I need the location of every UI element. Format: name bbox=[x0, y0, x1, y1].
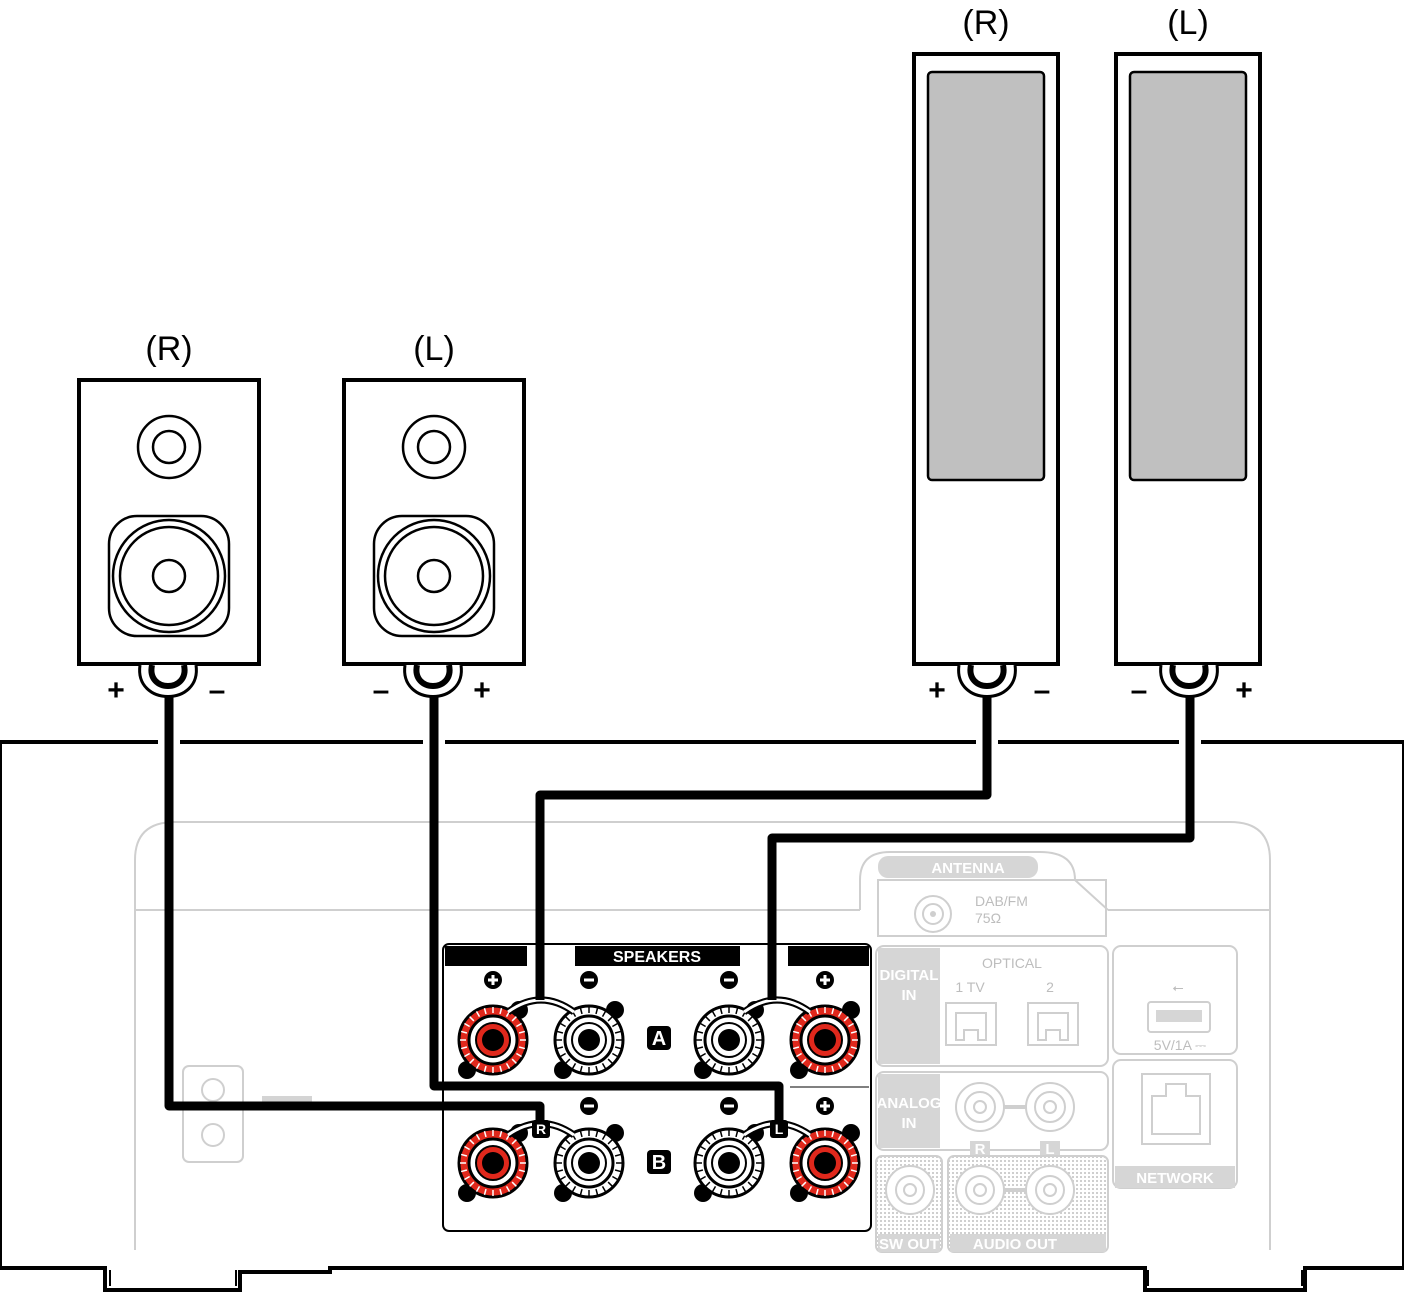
analog-l-tag: L bbox=[1045, 1141, 1054, 1158]
digital-in-section: DIGITAL IN OPTICAL 1 TV 2 bbox=[875, 945, 1109, 1067]
speaker-tower-right: (R) + – bbox=[912, 4, 1060, 707]
svg-text:–: – bbox=[373, 674, 390, 707]
receiver-outline bbox=[0, 740, 1404, 1292]
sign-b-3 bbox=[816, 1097, 834, 1115]
optical-label: OPTICAL bbox=[982, 955, 1042, 971]
rear-panel-outline bbox=[134, 821, 1271, 1250]
sign-a-2 bbox=[720, 971, 738, 989]
svg-text:+: + bbox=[107, 674, 125, 707]
svg-text:+: + bbox=[473, 674, 491, 707]
audio-out-section: AUDIO OUT bbox=[947, 1155, 1109, 1253]
wire-bookshelf-left bbox=[429, 690, 784, 1124]
digital-label-2: IN bbox=[902, 987, 917, 1004]
terminal-a-minus-2 bbox=[693, 1001, 765, 1079]
audio-out-label: AUDIO OUT bbox=[973, 1236, 1057, 1253]
terminal-b-plus-3 bbox=[789, 1124, 861, 1202]
speaker-bookshelf-right: (R) + – bbox=[77, 330, 261, 707]
sign-b-1 bbox=[580, 1097, 598, 1115]
speaker-label: (L) bbox=[1167, 4, 1209, 42]
analog-in-section: ANALOG IN R L bbox=[875, 1071, 1109, 1158]
row-b-r-tag: R bbox=[536, 1121, 546, 1137]
ohm-label: 75Ω bbox=[975, 910, 1001, 926]
analog-label-1: ANALOG bbox=[877, 1095, 942, 1112]
jumper-1 bbox=[741, 996, 813, 1015]
optical-1-label: 1 TV bbox=[955, 979, 985, 995]
usb-rating: 5V/1A ⎓ bbox=[1154, 1037, 1206, 1053]
speaker-label: (R) bbox=[962, 4, 1009, 42]
svg-text:–: – bbox=[1131, 674, 1148, 707]
analog-r-tag: R bbox=[975, 1141, 986, 1158]
row-b-label: B bbox=[652, 1152, 666, 1174]
jumper-0 bbox=[505, 996, 577, 1015]
sw-out-label: SW OUT bbox=[879, 1236, 939, 1253]
sign-a-0 bbox=[484, 971, 502, 989]
terminal-a-plus-3 bbox=[789, 1001, 861, 1079]
analog-label-2: IN bbox=[902, 1115, 917, 1132]
digital-label-1: DIGITAL bbox=[880, 967, 939, 984]
sign-a-1 bbox=[580, 971, 598, 989]
sign-b-2 bbox=[720, 1097, 738, 1115]
antenna-section: ANTENNA DAB/FM 75Ω bbox=[859, 851, 1109, 937]
row-a-label: A bbox=[652, 1028, 666, 1050]
speaker-label: (R) bbox=[145, 330, 192, 368]
speaker-tower-left: (L) – + bbox=[1114, 4, 1262, 707]
antenna-label: ANTENNA bbox=[931, 860, 1004, 877]
svg-text:–: – bbox=[209, 674, 226, 707]
network-label: NETWORK bbox=[1136, 1170, 1214, 1187]
terminal-b-minus-1 bbox=[553, 1124, 625, 1202]
speakers-header: SPEAKERS bbox=[613, 949, 701, 966]
usb-section: ⭠ 5V/1A ⎓ bbox=[1112, 945, 1238, 1055]
network-section: NETWORK bbox=[1112, 1059, 1238, 1189]
terminal-a-plus-0 bbox=[457, 1001, 529, 1079]
ac-inlet-icon bbox=[182, 1065, 312, 1163]
dab-fm-label: DAB/FM bbox=[975, 893, 1028, 909]
svg-text:+: + bbox=[928, 674, 946, 707]
svg-text:–: – bbox=[1034, 674, 1051, 707]
optical-2-label: 2 bbox=[1046, 979, 1054, 995]
wire-bookshelf-right bbox=[164, 690, 545, 1124]
usb-icon: ⭠ bbox=[1172, 979, 1183, 995]
row-b-l-tag: L bbox=[775, 1121, 784, 1137]
wire-tower-left bbox=[767, 690, 1195, 1000]
svg-text:+: + bbox=[1235, 674, 1253, 707]
sw-out-section: SW OUT bbox=[875, 1155, 943, 1253]
speaker-label: (L) bbox=[413, 330, 455, 368]
speaker-bookshelf-left: (L) – + bbox=[342, 330, 526, 707]
sign-a-3 bbox=[816, 971, 834, 989]
terminal-a-minus-1 bbox=[553, 1001, 625, 1079]
